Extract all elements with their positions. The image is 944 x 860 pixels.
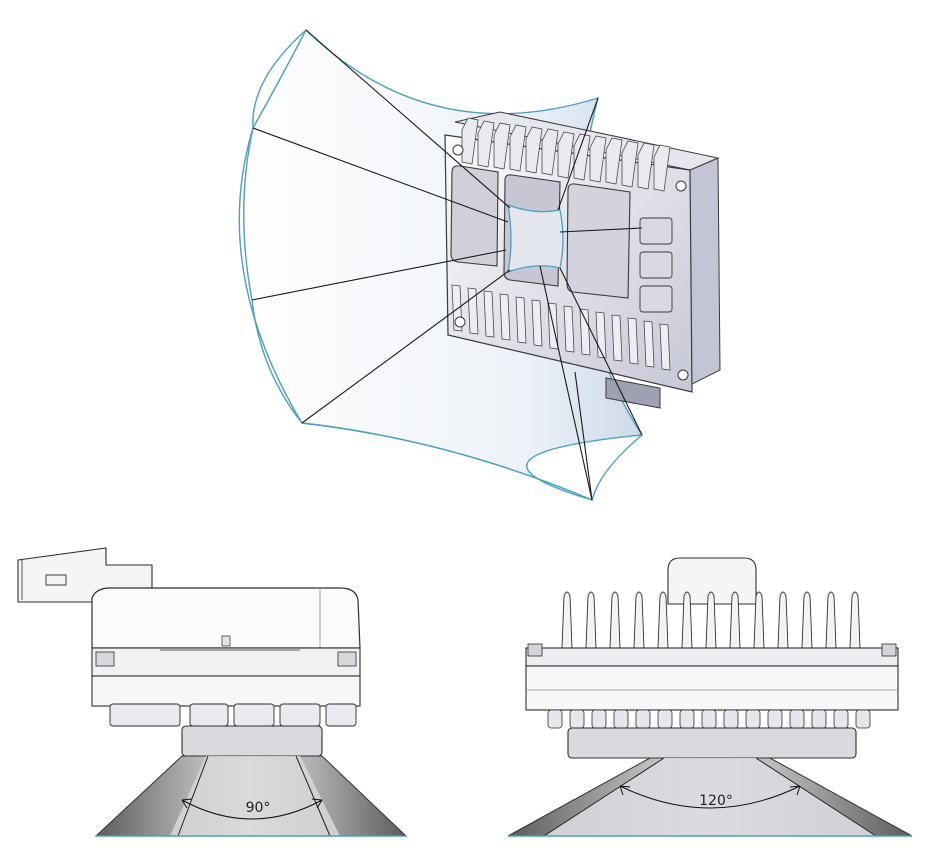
fov-rays — [251, 29, 643, 501]
side-view: 90° — [17, 547, 408, 837]
fov-edge-left — [243, 29, 307, 424]
fov-surface — [238, 28, 644, 501]
housing-side — [689, 157, 721, 386]
bottom-connector — [605, 377, 661, 409]
side-lower-tabs — [109, 703, 357, 727]
side-lower-body — [91, 675, 361, 707]
side-lens-base — [181, 725, 323, 757]
front-lens-base — [567, 727, 857, 759]
side-flange — [91, 647, 361, 677]
front-view: 120° — [507, 557, 913, 837]
front-bottom-ribs — [547, 709, 871, 729]
side-connectors — [639, 217, 673, 313]
center-lens — [507, 203, 564, 274]
front-angle-label: 120° — [699, 793, 733, 809]
fov-edge-bottom — [301, 422, 643, 501]
front-main-body — [525, 665, 899, 711]
isometric-view — [238, 28, 721, 501]
front-angle-arc — [619, 785, 801, 809]
front-flange — [525, 647, 899, 667]
front-fins — [561, 591, 861, 649]
side-angle-label: 90° — [246, 800, 271, 816]
mounting-holes — [452, 144, 689, 381]
lens-window-left — [450, 165, 499, 267]
side-angle-arc — [181, 799, 323, 820]
connector-latch — [45, 574, 67, 586]
lens-window-right — [566, 183, 631, 299]
fins-top — [461, 117, 671, 192]
side-cover — [91, 587, 361, 649]
